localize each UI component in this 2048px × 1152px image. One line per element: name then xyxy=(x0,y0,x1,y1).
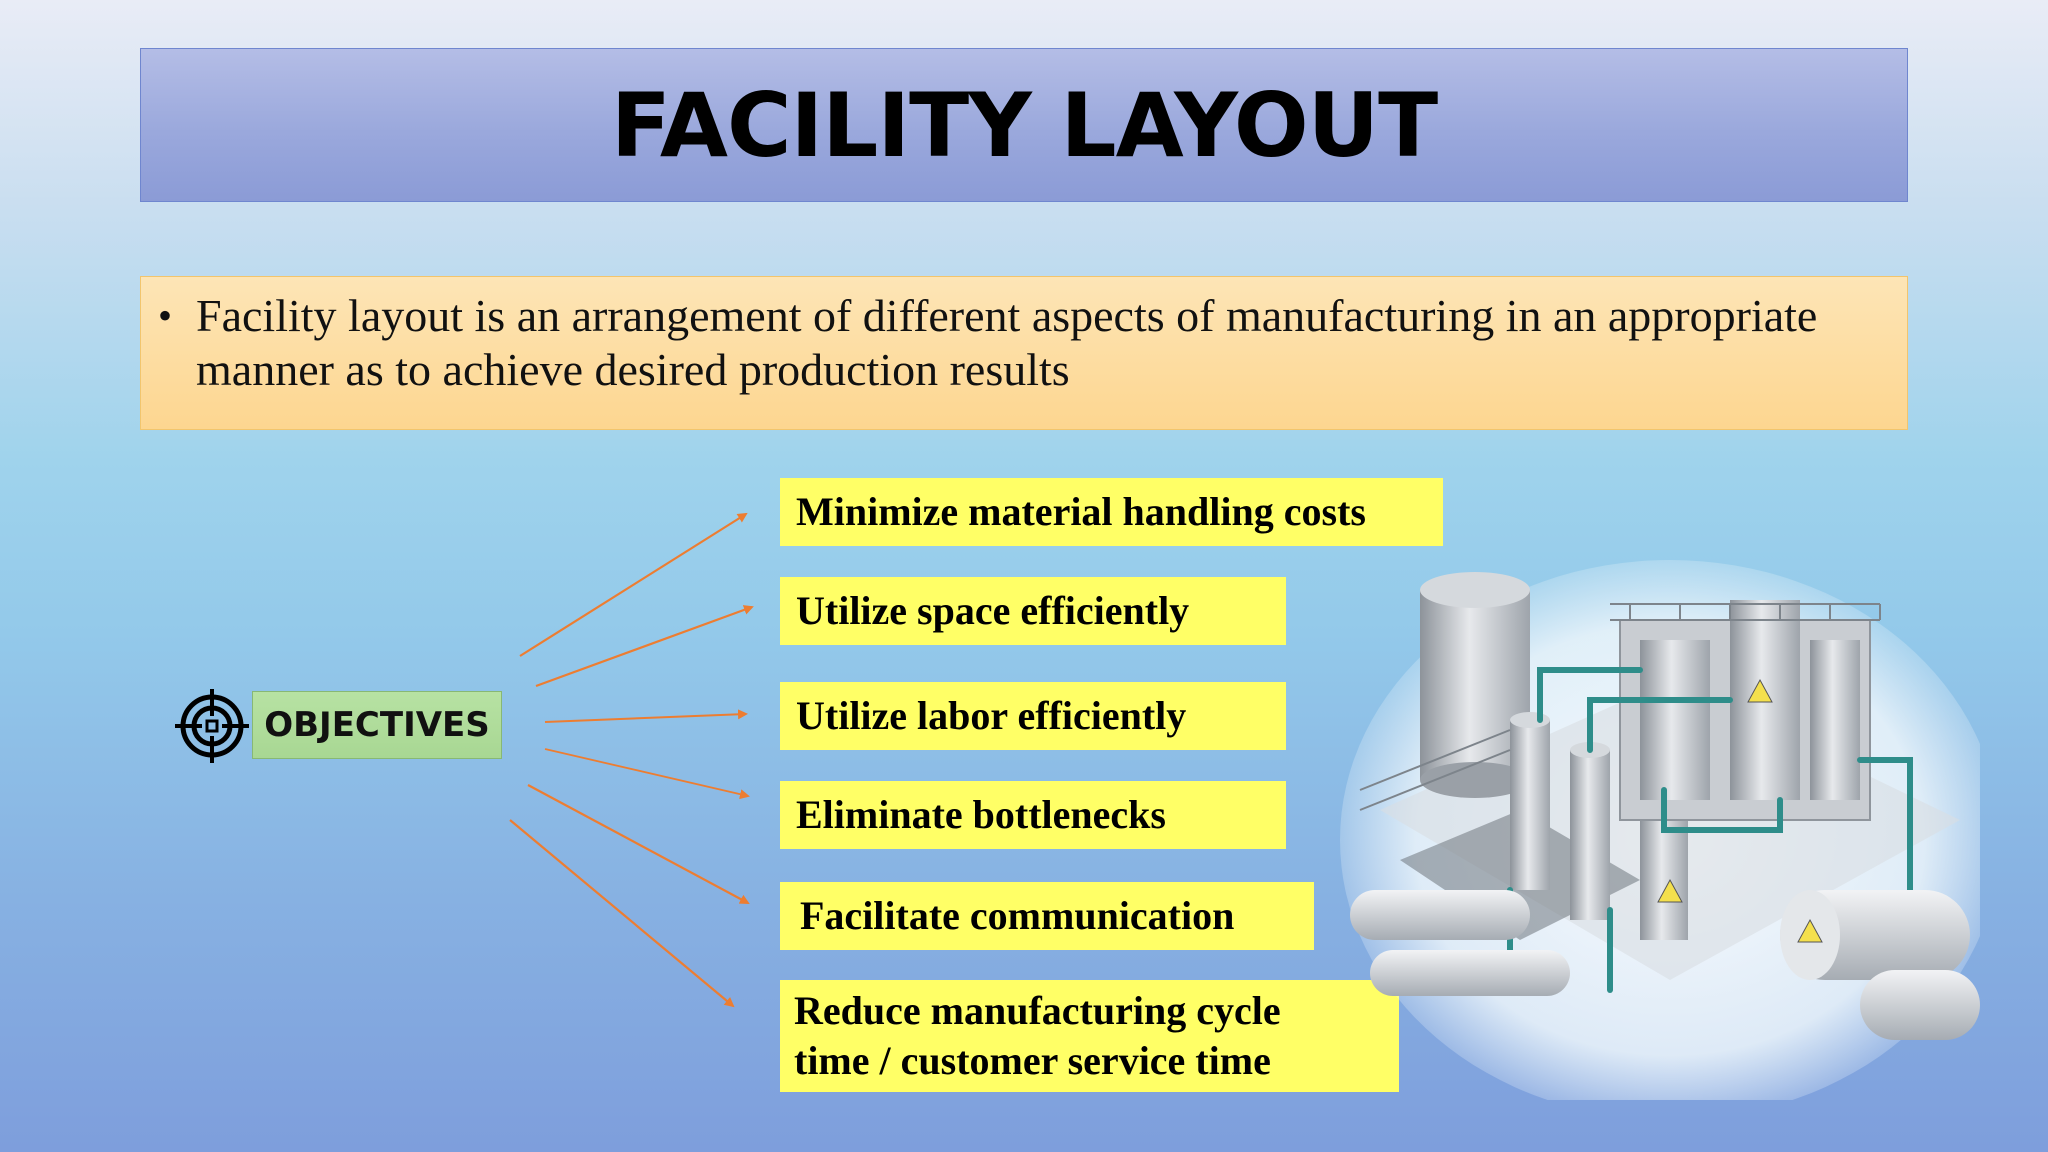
objective-text: Reduce manufacturing cycle time / custom… xyxy=(794,988,1281,1083)
arrow-to-objective-1 xyxy=(519,512,748,657)
arrow-to-objective-6 xyxy=(509,819,735,1008)
title-banner: FACILITY LAYOUT xyxy=(140,48,1908,202)
objective-item-6: Reduce manufacturing cycle time / custom… xyxy=(780,980,1399,1092)
objective-item-3: Utilize labor efficiently xyxy=(780,682,1286,750)
industrial-plant-icon xyxy=(1340,560,1980,1100)
arrow-to-objective-3 xyxy=(544,709,748,723)
objective-text: Utilize space efficiently xyxy=(796,588,1190,633)
objective-text: Eliminate bottlenecks xyxy=(796,792,1166,837)
objective-text: Minimize material handling costs xyxy=(796,489,1366,534)
objective-item-2: Utilize space efficiently xyxy=(780,577,1286,645)
arrow-to-objective-2 xyxy=(535,605,754,688)
definition-text: Facility layout is an arrangement of dif… xyxy=(196,290,1818,395)
crosshair-target-icon xyxy=(175,689,249,763)
slide-title: FACILITY LAYOUT xyxy=(610,73,1438,177)
objective-text: Facilitate communication xyxy=(800,893,1235,938)
objective-item-4: Eliminate bottlenecks xyxy=(780,781,1286,849)
arrow-to-objective-5 xyxy=(527,784,750,904)
objective-item-1: Minimize material handling costs xyxy=(780,478,1443,546)
arrow-to-objective-4 xyxy=(544,748,750,800)
objective-text: Utilize labor efficiently xyxy=(796,693,1187,738)
objective-item-5: Facilitate communication xyxy=(780,882,1314,950)
objectives-label: OBJECTIVES xyxy=(264,705,490,745)
bullet-marker: • xyxy=(158,293,173,338)
definition-box: • Facility layout is an arrangement of d… xyxy=(140,276,1908,430)
objectives-hub: OBJECTIVES xyxy=(252,691,502,759)
